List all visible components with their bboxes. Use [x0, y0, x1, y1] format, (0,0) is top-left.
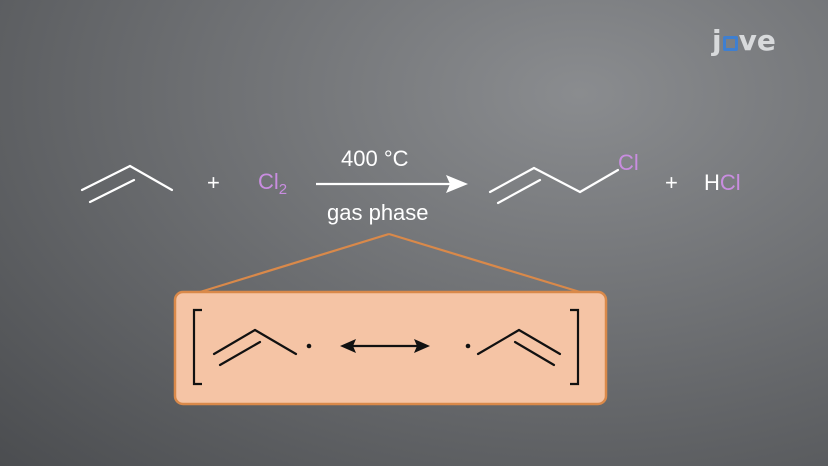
condition-phase: gas phase: [327, 200, 429, 225]
resonance-brackets: [192, 308, 580, 386]
radical-dot-left: [306, 343, 312, 349]
plus-sign-2: +: [665, 170, 678, 195]
logo-o-icon: [722, 36, 738, 51]
hcl-chlorine: Cl: [719, 170, 741, 195]
condition-temperature: 400 °C: [341, 146, 409, 171]
allyl-radical-right: [476, 328, 562, 367]
chlorine-symbol: Cl: [258, 169, 279, 194]
allyl-radical-left: [212, 328, 298, 367]
callout-lines: [199, 232, 581, 294]
logo-text-ve: ve: [738, 24, 776, 57]
radical-dot-right: [465, 343, 471, 349]
plus-sign-1: +: [207, 170, 220, 195]
chlorine-subscript: 2: [278, 181, 288, 198]
propene-structure: [80, 164, 174, 204]
allyl-radical-box: [173, 290, 608, 406]
product-chlorine: Cl: [618, 150, 639, 175]
chlorine-reagent: Cl2: [258, 169, 287, 198]
hcl-hydrogen: H: [704, 170, 720, 195]
reaction-arrow: [316, 175, 468, 193]
hydrogen-chloride: HCl: [704, 170, 741, 196]
resonance-arrow: [340, 339, 430, 353]
logo-text-j: j: [712, 24, 722, 57]
allyl-chloride-structure: [488, 166, 620, 205]
